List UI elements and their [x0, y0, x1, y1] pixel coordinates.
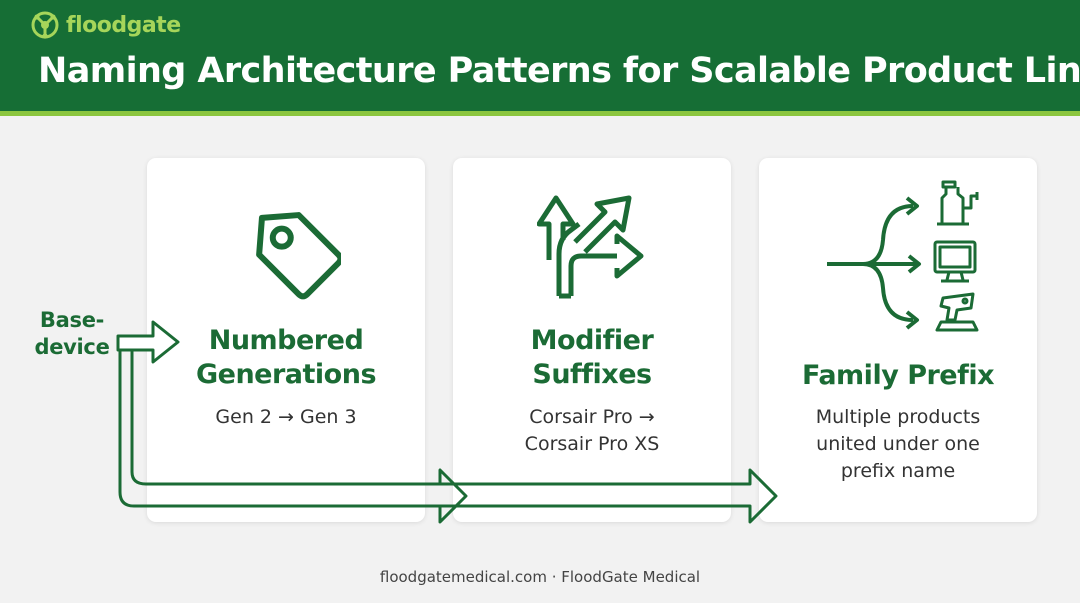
- card-title-line: Family Prefix: [801, 360, 995, 391]
- brand-name: floodgate: [66, 12, 181, 38]
- card-title-line: Numbered: [208, 325, 364, 356]
- device-monitor-icon: [933, 240, 977, 283]
- card-title: Numbered Generations: [147, 324, 425, 392]
- footer-credit: floodgatemedical.com · FloodGate Medical: [379, 568, 701, 586]
- card-title: Modifier Suffixes: [453, 324, 731, 392]
- card-description-line: prefix name: [840, 460, 956, 482]
- valve-node-icon: [31, 11, 59, 39]
- card-title-line: Suffixes: [532, 359, 652, 390]
- card-description: Gen 2 → Gen 3: [147, 404, 425, 431]
- card-description: Corsair Pro → Corsair Pro XS: [453, 404, 731, 458]
- card-description-line: united under one: [816, 433, 980, 455]
- tag-icon: [256, 212, 341, 300]
- card-description-line: Corsair Pro XS: [524, 433, 660, 455]
- header-bar: [0, 0, 1080, 111]
- product-family-icon: [827, 180, 979, 332]
- card-title-line: Modifier: [530, 325, 654, 356]
- device-bottle-icon: [937, 180, 979, 226]
- base-device-label-line: Base-: [39, 308, 105, 332]
- arrow-into-first-card: [116, 320, 180, 364]
- page-title: Naming Architecture Patterns for Scalabl…: [38, 51, 1080, 91]
- branching-arrows-icon: [537, 195, 644, 299]
- device-handheld-icon: [935, 292, 979, 332]
- card-description: Multiple products united under one prefi…: [759, 404, 1037, 485]
- base-device-label-line: device: [34, 335, 110, 359]
- card-title-line: Generations: [195, 359, 377, 390]
- card-description-line: Gen 2 → Gen 3: [215, 406, 357, 428]
- card-modifier-suffixes: Modifier Suffixes Corsair Pro → Corsair …: [453, 158, 731, 522]
- header-accent-stripe: [0, 111, 1080, 116]
- card-numbered-generations: Numbered Generations Gen 2 → Gen 3: [147, 158, 425, 522]
- card-title: Family Prefix: [759, 359, 1037, 393]
- card-family-prefix: Family Prefix Multiple products united u…: [759, 158, 1037, 522]
- card-description-line: Corsair Pro →: [529, 406, 655, 428]
- card-description-line: Multiple products: [815, 406, 981, 428]
- brand-logo: floodgate: [30, 9, 181, 41]
- base-device-label: Base- device: [24, 307, 120, 361]
- arrow-bottom-flow: [118, 350, 778, 524]
